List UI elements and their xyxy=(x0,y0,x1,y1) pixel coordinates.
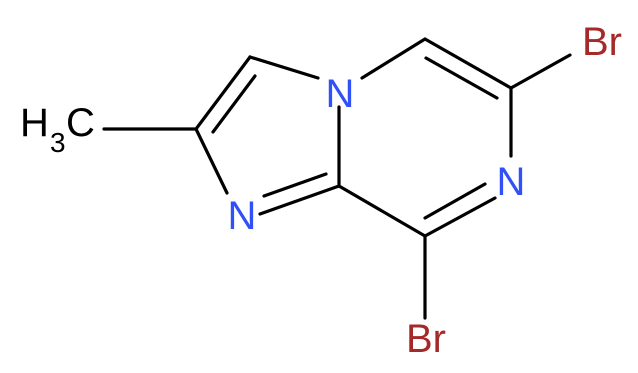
bond-n1-c8a-outer xyxy=(258,184,341,216)
methyl-hydrogen-label: H xyxy=(20,101,49,145)
bond-c3-c2-inner xyxy=(211,74,257,134)
bond-n4-c3 xyxy=(248,55,320,80)
methyl-label: H 3 C xyxy=(20,101,95,158)
methyl-carbon-label: C xyxy=(66,101,95,145)
bond-n7-c8-outer xyxy=(423,196,497,238)
atom-labels: N N N Br Br H 3 C xyxy=(20,20,622,361)
bond-c2-n1 xyxy=(194,127,229,195)
bond-n1-c8a-inner xyxy=(262,172,328,198)
bond-c8-c8a xyxy=(337,184,427,238)
bromine-top-label: Br xyxy=(582,20,622,64)
bond-c3-c2-outer xyxy=(194,55,252,131)
bond-n4-c5 xyxy=(360,37,427,80)
nitrogen-pyrazine-label: N xyxy=(497,160,526,204)
bond-c5-c6-outer xyxy=(423,37,513,90)
nitrogen-imidazole-label: N xyxy=(228,194,257,238)
bonds xyxy=(102,37,572,320)
bond-n7-c8-inner xyxy=(423,182,487,220)
bond-c5-c6-inner xyxy=(424,56,499,100)
methyl-subscript-label: 3 xyxy=(50,127,66,158)
nitrogen-bridgehead-label: N xyxy=(326,72,355,116)
bromine-bottom-label: Br xyxy=(406,317,446,361)
bond-c6-br xyxy=(509,53,572,90)
